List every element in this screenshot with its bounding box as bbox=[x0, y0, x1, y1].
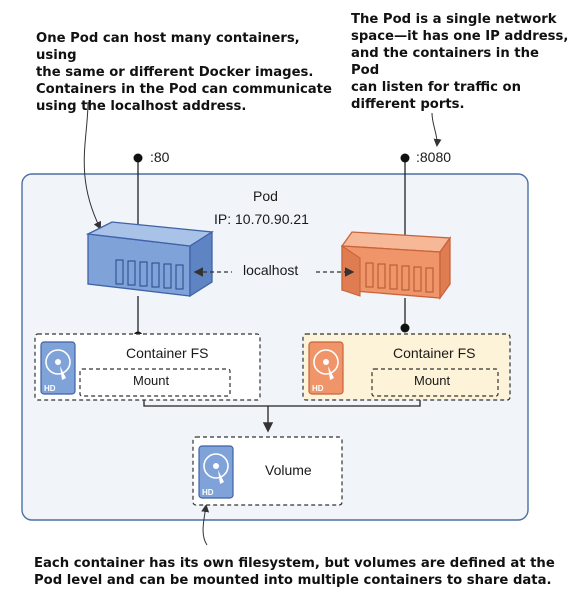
annotation-top-right: The Pod is a single network space—it has… bbox=[351, 11, 571, 113]
annotation-pointer-left bbox=[83, 101, 101, 230]
mount-box-right bbox=[371, 368, 499, 397]
annotation-line: Containers in the Pod can communicate bbox=[36, 82, 332, 97]
port-label-left: :80 bbox=[150, 149, 170, 165]
hard-disk-icon-right bbox=[308, 341, 344, 395]
port-label-right: :8080 bbox=[416, 149, 452, 165]
mount-box-left bbox=[79, 368, 231, 397]
hard-disk-icon-volume bbox=[198, 445, 234, 499]
hard-disk-badge-right: HD bbox=[312, 384, 324, 393]
annotation-line: and the containers in the Pod bbox=[351, 46, 539, 78]
annotation-line: different ports. bbox=[351, 97, 465, 112]
container-fs-label-left: Container FS bbox=[126, 345, 209, 361]
annotation-pointer-bottom bbox=[201, 504, 210, 546]
annotation-line: The Pod is a single network bbox=[351, 12, 557, 27]
container-icon-blue bbox=[85, 221, 214, 298]
annotation-pointer-right bbox=[431, 112, 442, 147]
pod-ip: IP: 10.70.90.21 bbox=[214, 211, 309, 227]
container-icon-orange bbox=[340, 231, 452, 301]
mount-label-left: Mount bbox=[133, 373, 170, 388]
annotation-line: using the localhost address. bbox=[36, 99, 247, 114]
hard-disk-badge-volume: HD bbox=[202, 488, 214, 497]
port-dot-right bbox=[400, 153, 410, 163]
volume-label: Volume bbox=[265, 462, 312, 478]
localhost-label: localhost bbox=[243, 262, 299, 278]
fs-dot-right bbox=[400, 323, 410, 333]
annotation-top-left: One Pod can host many containers, using … bbox=[36, 30, 336, 115]
container-fs-label-right: Container FS bbox=[393, 345, 476, 361]
annotation-line: Each container has its own filesystem, b… bbox=[34, 556, 555, 571]
hard-disk-icon-left bbox=[40, 341, 76, 395]
annotation-line: One Pod can host many containers, using bbox=[36, 31, 300, 63]
annotation-line: Pod level and can be mounted into multip… bbox=[34, 573, 552, 588]
annotation-line: can listen for traffic on bbox=[351, 80, 521, 95]
port-dot-left bbox=[133, 153, 143, 163]
pod-title: Pod bbox=[253, 188, 278, 204]
annotation-bottom: Each container has its own filesystem, b… bbox=[34, 555, 574, 589]
mount-label-right: Mount bbox=[414, 373, 451, 388]
hard-disk-badge-left: HD bbox=[44, 384, 56, 393]
annotation-line: space—it has one IP address, bbox=[351, 29, 569, 44]
annotation-line: the same or different Docker images. bbox=[36, 65, 314, 80]
